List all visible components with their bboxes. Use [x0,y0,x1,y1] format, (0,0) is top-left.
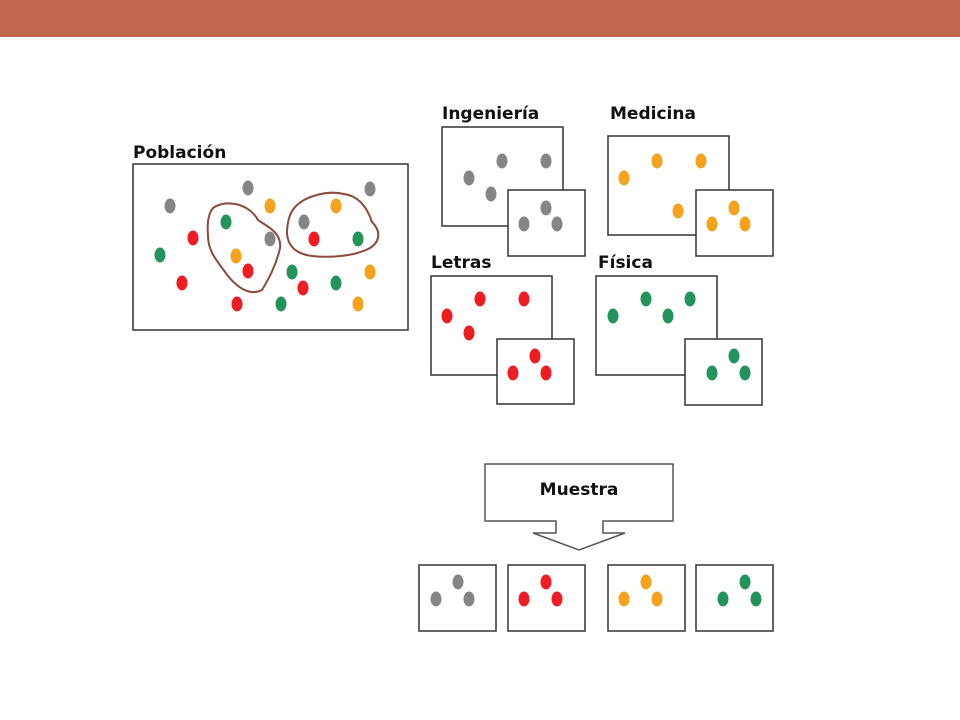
cluster-outline-right [285,191,380,258]
gray-dot [485,186,497,202]
green-dot [684,291,696,307]
red-dot [441,308,453,324]
letras-label: Letras [431,253,491,273]
orange-dot [264,198,276,214]
gray-dot [164,198,176,214]
red-dot [518,291,530,307]
green-dot [220,214,232,230]
orange-dot [672,203,684,219]
orange-dot [651,153,663,169]
red-dot [540,365,552,381]
red-dot [308,231,320,247]
gray-dot [540,153,552,169]
green-dot [739,574,751,590]
gray-dot [463,591,475,607]
gray-dot [430,591,442,607]
red-dot [518,591,530,607]
gray-dot [540,200,552,216]
gray-dot [242,180,254,196]
orange-dot [640,574,652,590]
red-dot [551,591,563,607]
gray-dot [452,574,464,590]
green-dot [286,264,298,280]
green-dot [717,591,729,607]
red-dot [297,280,309,296]
green-dot [706,365,718,381]
sample-label: Muestra [540,480,619,500]
dots-layer [154,153,762,607]
green-dot [275,296,287,312]
gray-dot [463,170,475,186]
orange-dot [618,170,630,186]
ingenieria-label: Ingeniería [442,104,539,124]
red-dot [231,296,243,312]
orange-dot [230,248,242,264]
orange-dot [330,198,342,214]
orange-dot [706,216,718,232]
green-dot [662,308,674,324]
sample-arrow [484,463,674,551]
orange-dot [651,591,663,607]
gray-dot [264,231,276,247]
red-dot [242,263,254,279]
fisica-label: Física [598,253,653,273]
green-dot [739,365,751,381]
green-dot [750,591,762,607]
cluster-outline-left [206,202,282,294]
red-dot [176,275,188,291]
orange-dot [352,296,364,312]
red-dot [540,574,552,590]
gray-dot [364,181,376,197]
orange-dot [695,153,707,169]
green-dot [607,308,619,324]
red-dot [463,325,475,341]
gray-dot [518,216,530,232]
green-dot [352,231,364,247]
gray-dot [496,153,508,169]
orange-dot [739,216,751,232]
green-dot [640,291,652,307]
gray-dot [298,214,310,230]
population-label: Población [133,143,226,163]
orange-dot [364,264,376,280]
red-dot [187,230,199,246]
red-dot [529,348,541,364]
green-dot [728,348,740,364]
red-dot [474,291,486,307]
gray-dot [551,216,563,232]
green-dot [154,247,166,263]
medicina-label: Medicina [610,104,696,124]
orange-dot [728,200,740,216]
green-dot [330,275,342,291]
header-bar [0,0,960,37]
red-dot [507,365,519,381]
orange-dot [618,591,630,607]
